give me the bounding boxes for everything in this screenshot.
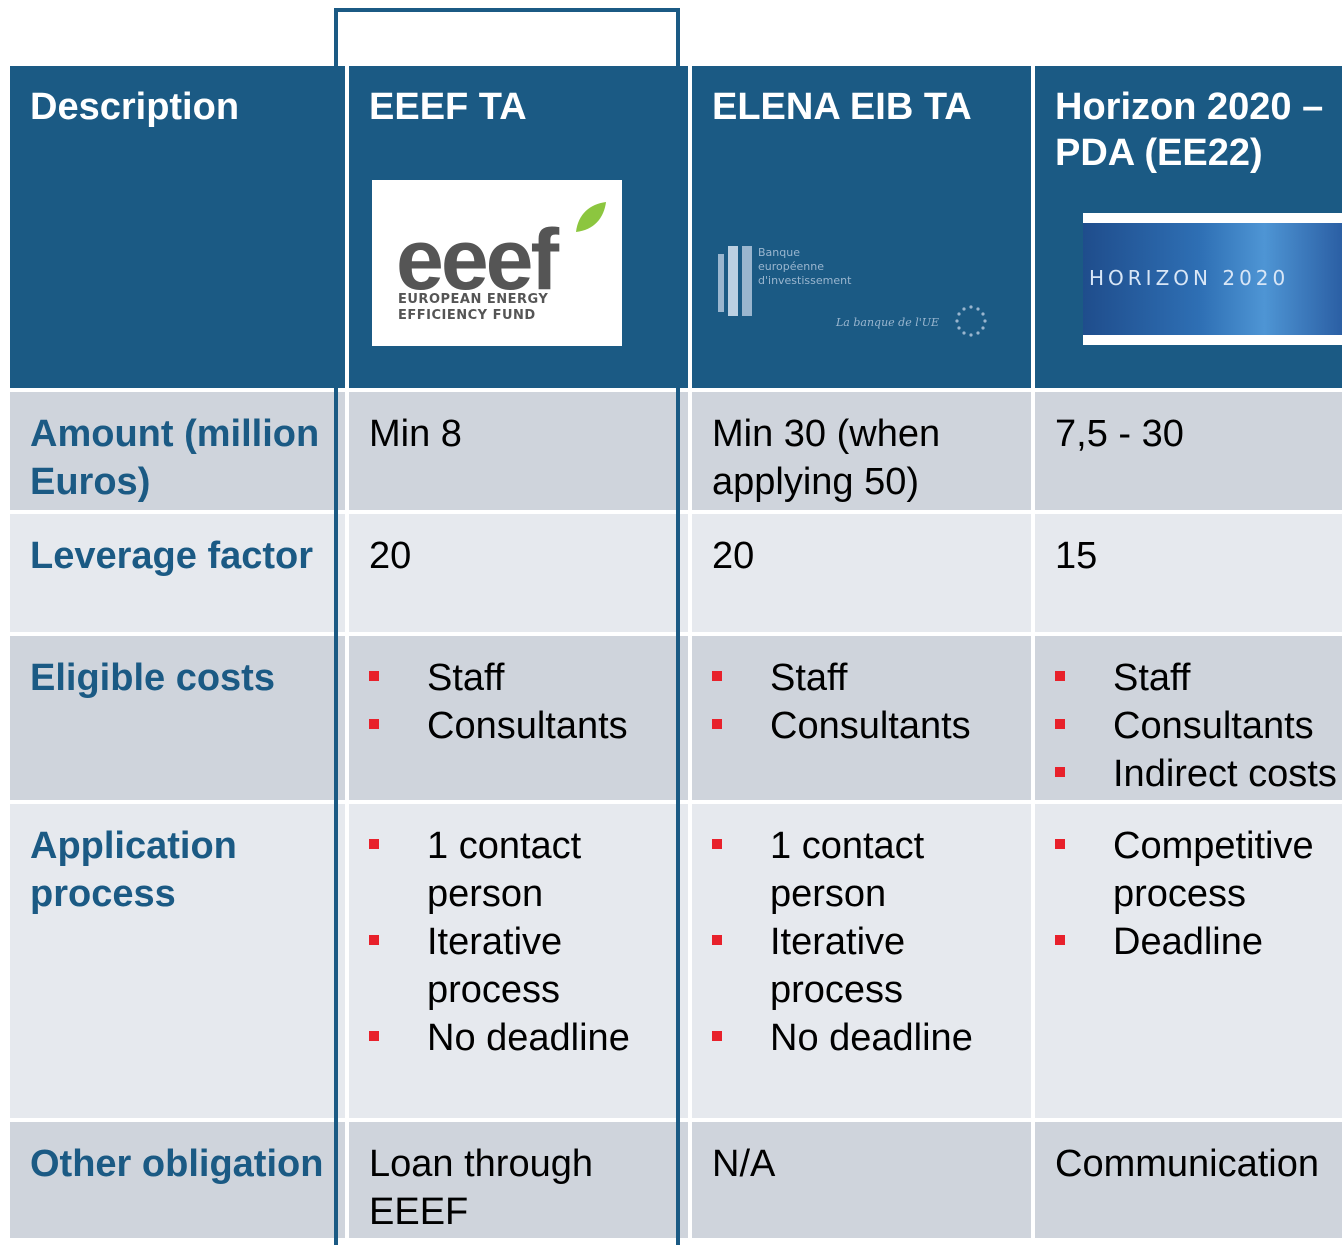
list-item: Competitive process (1055, 822, 1342, 918)
list-item: Consultants (369, 702, 678, 750)
cell-eligible-horizon: Staff Consultants Indirect costs (1035, 636, 1342, 800)
list-item: Consultants (1055, 702, 1342, 750)
cell-amount-horizon: 7,5 - 30 (1035, 392, 1342, 510)
list-item: 1 contact person (712, 822, 1021, 918)
leaf-icon (576, 202, 606, 232)
row-label-other-obligation: Other obligation (10, 1122, 345, 1238)
eeef-logo-subtitle: EUROPEAN ENERGY EFFICIENCY FUND (398, 292, 549, 323)
row-label-leverage: Leverage factor (10, 514, 345, 632)
eib-bars-icon (718, 246, 752, 316)
cell-other-horizon: Communication (1035, 1122, 1342, 1238)
list-item: Iterative process (369, 918, 678, 1014)
eib-logo-tagline: La banque de l'UE (836, 316, 940, 329)
eib-logo: Banque européenne d'investissement La ba… (716, 236, 996, 346)
eu-stars-icon (955, 305, 987, 337)
horizon-2020-logo: HORIZON 2020 (1083, 213, 1342, 345)
eeef-logo: eeef EUROPEAN ENERGY EFFICIENCY FUND (372, 180, 622, 346)
horizon-2020-banner (1083, 223, 1342, 335)
row-label-amount: Amount (million Euros) (10, 392, 345, 510)
cell-leverage-horizon: 15 (1035, 514, 1342, 632)
cell-other-elena: N/A (692, 1122, 1031, 1238)
eib-logo-text: Banque européenne d'investissement (758, 246, 852, 287)
list-item: Iterative process (712, 918, 1021, 1014)
row-label-eligible-costs: Eligible costs (10, 636, 345, 800)
cell-eligible-elena: Staff Consultants (692, 636, 1031, 800)
row-label-application-process: Application process (10, 804, 345, 1118)
header-elena-eib-ta: ELENA EIB TA (692, 66, 1031, 388)
cell-application-eeef: 1 contact person Iterative process No de… (349, 804, 688, 1118)
list-item: Consultants (712, 702, 1021, 750)
cell-eligible-eeef: Staff Consultants (349, 636, 688, 800)
cell-leverage-elena: 20 (692, 514, 1031, 632)
eeef-column-highlight (334, 8, 680, 1245)
cell-application-horizon: Competitive process Deadline (1035, 804, 1342, 1118)
cell-amount-eeef: Min 8 (349, 392, 688, 510)
cell-amount-elena: Min 30 (when applying 50) (692, 392, 1031, 510)
list-item: Staff (1055, 654, 1342, 702)
cell-other-eeef: Loan through EEEF (349, 1122, 688, 1238)
list-item: Staff (369, 654, 678, 702)
cell-application-elena: 1 contact person Iterative process No de… (692, 804, 1031, 1118)
list-item: Deadline (1055, 918, 1342, 966)
cell-leverage-eeef: 20 (349, 514, 688, 632)
list-item: No deadline (369, 1014, 678, 1062)
list-item: Staff (712, 654, 1021, 702)
horizon-2020-logo-text: HORIZON 2020 (1089, 266, 1290, 290)
list-item: No deadline (712, 1014, 1021, 1062)
eeef-logo-wordmark: eeef (396, 212, 559, 308)
header-description: Description (10, 66, 345, 388)
list-item: Indirect costs (1055, 750, 1342, 798)
list-item: 1 contact person (369, 822, 678, 918)
